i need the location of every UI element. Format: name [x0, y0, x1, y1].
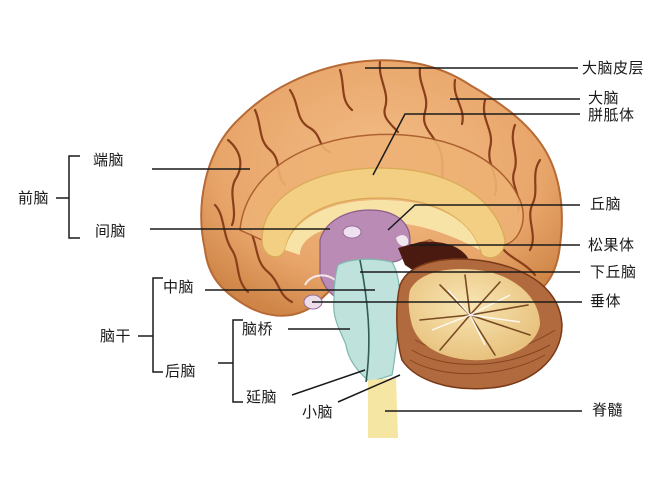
label-corpus-callosum: 胼胝体: [588, 106, 635, 124]
corpus-callosum-shape: [261, 167, 506, 259]
label-pineal-body: 松果体: [588, 236, 635, 254]
label-medulla: 延脑: [246, 388, 278, 406]
label-cerebral-cortex: 大脑皮层: [582, 59, 645, 77]
leader-lines: [56, 67, 582, 412]
label-pituitary: 垂体: [590, 292, 622, 310]
label-forebrain: 前脑: [18, 189, 50, 207]
brainstem-shape: [333, 258, 401, 383]
label-hindbrain: 后脑: [165, 362, 197, 380]
label-cerebrum: 大脑: [588, 89, 620, 107]
cerebellum-shape: [396, 258, 563, 390]
label-hypothalamus: 下丘脑: [590, 263, 637, 281]
label-pons: 脑桥: [242, 320, 274, 338]
label-telencephalon: 端脑: [93, 151, 125, 169]
label-thalamus: 丘脑: [590, 195, 622, 213]
label-spinal-cord: 脊髓: [592, 401, 624, 419]
label-midbrain: 中脑: [163, 278, 195, 296]
pineal-highlight: [396, 235, 409, 246]
label-cerebellum: 小脑: [302, 403, 334, 421]
spinal-cord-shape: [368, 378, 398, 438]
label-brainstem: 脑干: [100, 327, 132, 345]
label-diencephalon: 间脑: [95, 222, 127, 240]
